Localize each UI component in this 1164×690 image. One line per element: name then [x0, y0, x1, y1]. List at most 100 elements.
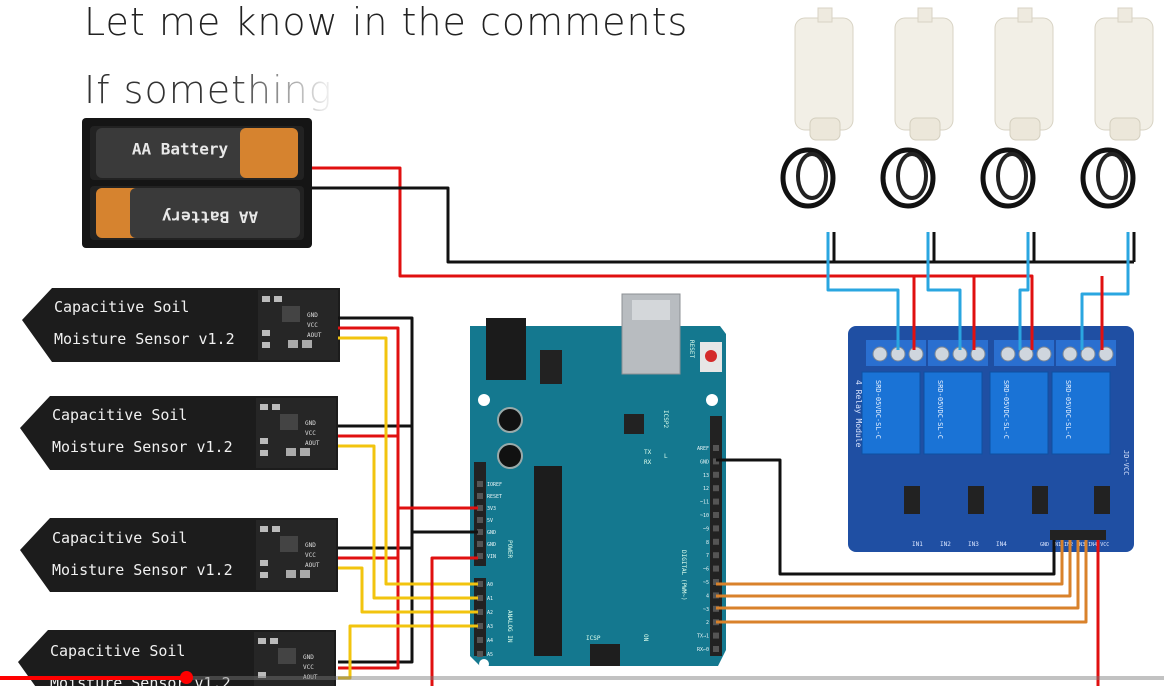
- power-pin-label: GND: [487, 530, 496, 536]
- pump-4-lead: [1080, 232, 1130, 350]
- analog-pin-label: A4: [487, 638, 493, 644]
- analog-pin-label: A3: [487, 624, 493, 630]
- sensor-vcc-rail: [338, 326, 400, 670]
- video-scrubber-handle[interactable]: [180, 671, 194, 684]
- relay-header-label: GND IN1 IN2 IN3 IN4 VCC: [1040, 542, 1109, 548]
- battery-label-bottom: AA Battery: [161, 208, 258, 227]
- digital-pin-socket: [713, 471, 719, 478]
- digital-pin-label: ~6: [703, 567, 709, 573]
- power-pin-socket: [477, 505, 483, 511]
- power-pin-label: VIN: [487, 554, 496, 560]
- battery-ground-wire: [312, 166, 1034, 350]
- sensor-1-pin-vcc: VCC: [307, 322, 318, 329]
- sensor-2-pin-vcc: VCC: [305, 430, 316, 437]
- power-pin-label: RESET: [487, 494, 502, 500]
- terminal-screw: [1000, 346, 1016, 362]
- power-pin-socket: [477, 517, 483, 523]
- digital-pin-label: 8: [706, 540, 709, 546]
- arduino-power-label: POWER: [506, 540, 513, 558]
- relay-in2-wire: [716, 540, 1072, 598]
- arduino-vin-wire: [430, 556, 478, 686]
- relay-in3-wire: [716, 540, 1080, 610]
- relay-side-label: 4 Relay Module: [854, 380, 863, 448]
- wires: [312, 166, 1136, 686]
- sensor-1-pin-aout: AOUT: [307, 332, 322, 339]
- analog-pin-socket: [477, 651, 483, 657]
- sensor-2-line1: Capacitive Soil: [52, 406, 187, 424]
- pump-2-lead: [926, 232, 962, 350]
- arduino-icsp2-label: ICSP2: [662, 410, 669, 428]
- relay-2-text: SRD-05VDC-SL-C: [936, 380, 944, 439]
- caption-fade: [230, 68, 390, 118]
- power-pin-label: GND: [487, 542, 496, 548]
- water-pump-2: [880, 7, 954, 209]
- terminal-screw: [1098, 346, 1114, 362]
- relay-in1-wire: [716, 540, 1064, 586]
- sensor-3: Capacitive Soil Moisture Sensor v1.2 GND…: [20, 518, 338, 592]
- power-pin-socket: [477, 553, 483, 559]
- digital-pin-label: ~11: [700, 500, 709, 506]
- power-pin-socket: [477, 529, 483, 535]
- relay-cubes: [861, 371, 1111, 455]
- digital-pin-socket: [713, 445, 719, 451]
- terminal-screw: [1080, 346, 1096, 362]
- overlay-caption-line1: Let me know in the comments: [84, 0, 689, 44]
- arduino-icsp-label: ICSP: [586, 635, 601, 642]
- digital-pin-socket: [713, 525, 719, 532]
- sensor-2-aout-wire: [338, 444, 478, 600]
- relay-4-text: SRD-05VDC-SL-C: [1064, 380, 1072, 439]
- digital-pin-label: TX→1: [697, 634, 709, 640]
- digital-pin-socket: [713, 485, 719, 492]
- arduino-rx-label: RX: [644, 459, 652, 466]
- arduino-digital-label: DIGITAL (PWM~): [680, 550, 687, 601]
- analog-pin-label: A1: [487, 596, 493, 602]
- digital-pin-label: ~9: [703, 526, 709, 532]
- digital-pin-socket: [713, 552, 719, 559]
- digital-pin-socket: [713, 512, 719, 518]
- video-progress-bar[interactable]: [0, 671, 1164, 684]
- relay-jdvcc-label: JD-VCC: [1122, 450, 1130, 475]
- arduino-tx-label: TX: [644, 449, 652, 456]
- sensor-2-pin-aout: AOUT: [305, 440, 320, 447]
- sensor-2-pin-gnd: GND: [305, 420, 316, 427]
- digital-pin-label: 4: [706, 593, 709, 599]
- sensor-3-line2: Moisture Sensor v1.2: [52, 561, 233, 579]
- relay-in3-label: IN3: [968, 541, 979, 548]
- digital-pin-socket: [713, 632, 719, 639]
- sensor-1-line1: Capacitive Soil: [54, 298, 189, 316]
- water-pump-1: [780, 7, 854, 209]
- battery-positive-wire: [312, 186, 1134, 264]
- analog-pin-socket: [477, 595, 483, 601]
- terminal-screw: [872, 346, 888, 362]
- water-pump-3: [980, 7, 1054, 209]
- relay-screws: [872, 346, 1114, 362]
- battery-label-top: AA Battery: [132, 140, 229, 159]
- sensor-1: Capacitive Soil Moisture Sensor v1.2 GND…: [22, 288, 340, 362]
- sensor-1-line2: Moisture Sensor v1.2: [54, 330, 235, 348]
- digital-pin-socket: [713, 498, 719, 505]
- power-pin-label: 3V3: [487, 506, 496, 512]
- arduino-analog-label: ANALOG IN: [506, 610, 513, 643]
- relay-in2-label: IN2: [940, 541, 951, 548]
- analog-pin-socket: [477, 581, 483, 587]
- power-pin-socket: [477, 481, 483, 487]
- pump-1-lead: [826, 232, 900, 350]
- terminal-screw: [908, 346, 924, 362]
- sensor-3-pin-vcc: VCC: [305, 552, 316, 559]
- digital-pin-label: AREF: [697, 446, 709, 452]
- relay-in4-label: IN4: [996, 541, 1007, 548]
- video-progress-fill: [0, 676, 187, 680]
- digital-pin-label: GND: [700, 459, 709, 465]
- sensor-4-pin-vcc: VCC: [303, 664, 314, 671]
- power-pin-socket: [477, 493, 483, 499]
- sensor-4-pin-aout: AOUT: [303, 674, 318, 681]
- sensor-4-pin-gnd: GND: [303, 654, 314, 661]
- analog-pin-socket: [477, 609, 483, 615]
- relay-3-text: SRD-05VDC-SL-C: [1002, 380, 1010, 439]
- relay-optocouplers: [904, 486, 1110, 514]
- digital-pin-socket: [713, 579, 719, 585]
- power-pin-socket: [477, 541, 483, 547]
